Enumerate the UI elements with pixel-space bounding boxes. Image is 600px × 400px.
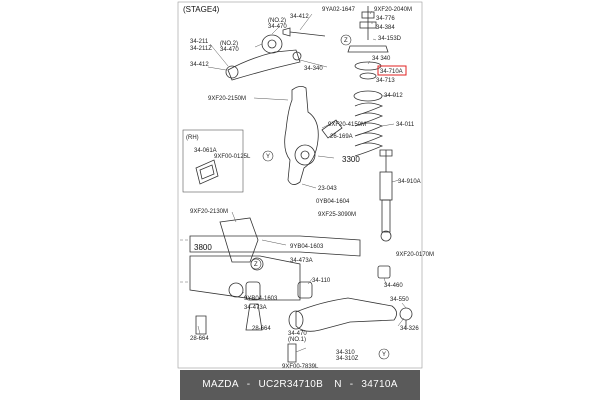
label-0yb04-1604: 0YB04-1604 bbox=[316, 199, 350, 205]
label-rh: (RH) bbox=[186, 135, 199, 141]
label-28-664-right: 28-664 bbox=[252, 326, 271, 332]
label-34-153d: 34-153D bbox=[378, 36, 402, 42]
label-34-310: 34-310 bbox=[336, 350, 355, 356]
part-code: UC2R34710B bbox=[258, 379, 324, 390]
label-23-043: 23-043 bbox=[318, 186, 337, 192]
label-9xf00-0125l: 9XF00-0125L bbox=[214, 154, 251, 160]
label-34-211z: 34-211Z bbox=[190, 46, 212, 52]
upper-control-arm bbox=[225, 27, 326, 81]
label-34-412-top: 34-412 bbox=[290, 14, 309, 20]
label-9xf00-7839l: 9XF00-7839L bbox=[282, 364, 319, 370]
label-9xf25-3090m: 9XF25-3090M bbox=[318, 212, 356, 218]
label-no2: (NO.2) bbox=[220, 41, 238, 47]
label-9xf20-2130m: 9XF20-2130M bbox=[190, 209, 228, 215]
label-34-011: 34-011 bbox=[396, 122, 415, 128]
label-34-713: 34-713 bbox=[376, 78, 395, 84]
label-34-470-b: 34-470 bbox=[268, 24, 287, 30]
label-34-550: 34-550 bbox=[390, 297, 409, 303]
steering-knuckle bbox=[284, 86, 343, 185]
svg-text:Y: Y bbox=[382, 352, 386, 358]
marker-y-lower: Y bbox=[378, 348, 390, 360]
label-9yb04-1603-b: 9YB04-1603 bbox=[244, 296, 278, 302]
label-3300: 3300 bbox=[342, 155, 360, 164]
number-prefix: N bbox=[334, 379, 342, 390]
svg-text:Y: Y bbox=[266, 154, 270, 160]
label-34-340: 34-340 bbox=[304, 66, 323, 72]
label-28-664-left: 28-664 bbox=[190, 336, 209, 342]
label-9yb04-1603-a: 9YB04-1603 bbox=[290, 244, 324, 250]
label-9xf20-4150m: 9XF20-4150M bbox=[328, 122, 366, 128]
label-34-412-left: 34-412 bbox=[190, 62, 209, 68]
marker-z-lower: Z bbox=[250, 258, 262, 270]
label-34-460: 34-460 bbox=[384, 283, 403, 289]
label-34-340-right: 34 340 bbox=[372, 56, 391, 62]
lower-control-arm bbox=[287, 265, 413, 363]
label-34-110: 34-110 bbox=[312, 278, 331, 284]
label-34-326: 34-326 bbox=[400, 326, 419, 332]
label-34-384: 34-384 bbox=[376, 25, 395, 31]
label-34-470-c: 34-470 bbox=[288, 331, 307, 337]
label-34-470: 34-470 bbox=[220, 47, 239, 53]
stage-label: (STAGE4) bbox=[183, 5, 220, 14]
label-26-169a: 26-169A bbox=[330, 134, 353, 140]
rh-inset bbox=[182, 129, 244, 193]
part-number: 34710A bbox=[361, 379, 398, 390]
part-caption-bar: MAZDA-UC2R34710B N-34710A bbox=[180, 370, 420, 400]
diagram-frame bbox=[177, 1, 423, 369]
caption-separator: - bbox=[246, 379, 251, 390]
label-34-910a: 34-910A bbox=[398, 179, 421, 185]
label-34-776: 34-776 bbox=[376, 16, 395, 22]
target-part-highlight bbox=[377, 65, 407, 76]
label-34-310z: 34-310Z bbox=[336, 356, 359, 362]
marker-z: Z bbox=[340, 34, 352, 46]
label-34-211: 34-211 bbox=[190, 39, 209, 45]
label-34-473a-a: 34-473A bbox=[290, 258, 313, 264]
label-9xf20-2150m: 9XF20-2150M bbox=[208, 96, 246, 102]
svg-text:Z: Z bbox=[344, 38, 348, 44]
label-34-012: 34-012 bbox=[384, 93, 403, 99]
frame-crossmember bbox=[180, 217, 361, 335]
caption-separator-2: - bbox=[349, 379, 354, 390]
brand-name: MAZDA bbox=[202, 379, 239, 390]
leader-lines bbox=[197, 10, 407, 353]
label-34-061a: 34-061A bbox=[194, 148, 217, 154]
label-34-473a-b: 34-473A bbox=[244, 305, 267, 311]
label-no1: (NO.1) bbox=[288, 337, 306, 343]
label-3800: 3800 bbox=[194, 243, 212, 252]
label-no2-b: (NO.2) bbox=[268, 18, 286, 24]
label-9xf20-0170m: 9XF20-0170M bbox=[396, 252, 434, 258]
label-9ya02: 9YA02-1647 bbox=[322, 7, 356, 13]
label-34-710a: 34-710A bbox=[380, 69, 403, 75]
svg-text:Z: Z bbox=[254, 262, 258, 268]
label-9xf20-2040m: 9XF20-2040M bbox=[374, 7, 412, 13]
marker-y-upper: Y bbox=[262, 150, 274, 162]
